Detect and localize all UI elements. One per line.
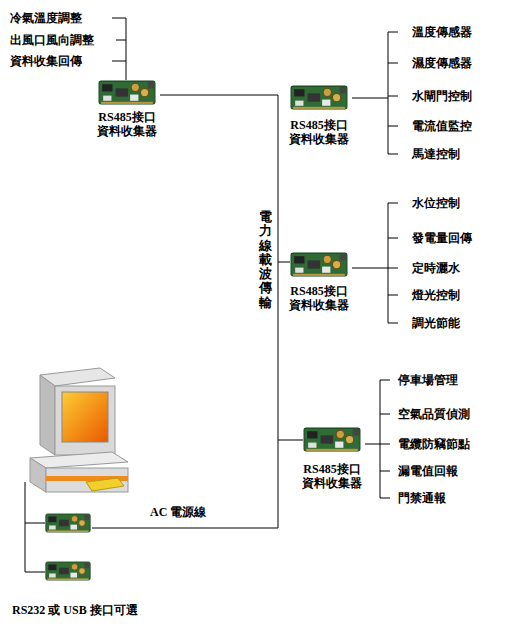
item-label: 資料收集回傳 xyxy=(10,53,82,69)
collector-label: RS485接口 資料收集器 xyxy=(289,118,349,147)
item-label: 電流值監控 xyxy=(412,118,472,134)
item-label: 停車場管理 xyxy=(398,372,458,388)
item-label: 水閘門控制 xyxy=(412,88,472,104)
item-label: 水位控制 xyxy=(412,195,460,211)
item-label: AC 電源線 xyxy=(150,504,206,520)
item-label: 馬達控制 xyxy=(412,146,460,162)
collector-label: RS485接口 資料收集器 xyxy=(289,284,349,313)
item-label: 定時灑水 xyxy=(412,260,460,276)
item-label: 電纜防竊節點 xyxy=(398,436,470,452)
collector-label: RS485接口 資料收集器 xyxy=(302,462,362,491)
collector-node: RS485接口 資料收集器 xyxy=(287,118,351,147)
item-label: 濕度傳感器 xyxy=(412,55,472,71)
collector-node: RS485接口 資料收集器 xyxy=(287,284,351,313)
collector-node: RS485接口 資料收集器 xyxy=(95,110,159,139)
item-label: 漏電值回報 xyxy=(398,463,458,479)
item-label: 出風口風向調整 xyxy=(10,32,94,48)
item-label: 溫度傳感器 xyxy=(412,24,472,40)
item-label: 冷氣溫度調整 xyxy=(10,10,82,26)
item-label: 門禁通報 xyxy=(398,490,446,506)
item-label: 發電量回傳 xyxy=(412,230,472,246)
collector-label: RS485接口 資料收集器 xyxy=(97,110,157,139)
computer-icon xyxy=(30,368,128,492)
vertical-label: 電力線載波傳輸 xyxy=(259,210,272,310)
item-label: 空氣品質偵測 xyxy=(398,406,470,422)
item-label: RS232 或 USB 接口可選 xyxy=(12,602,138,618)
item-label: 燈光控制 xyxy=(412,287,460,303)
collector-node: RS485接口 資料收集器 xyxy=(300,462,364,491)
item-label: 調光節能 xyxy=(412,315,460,331)
